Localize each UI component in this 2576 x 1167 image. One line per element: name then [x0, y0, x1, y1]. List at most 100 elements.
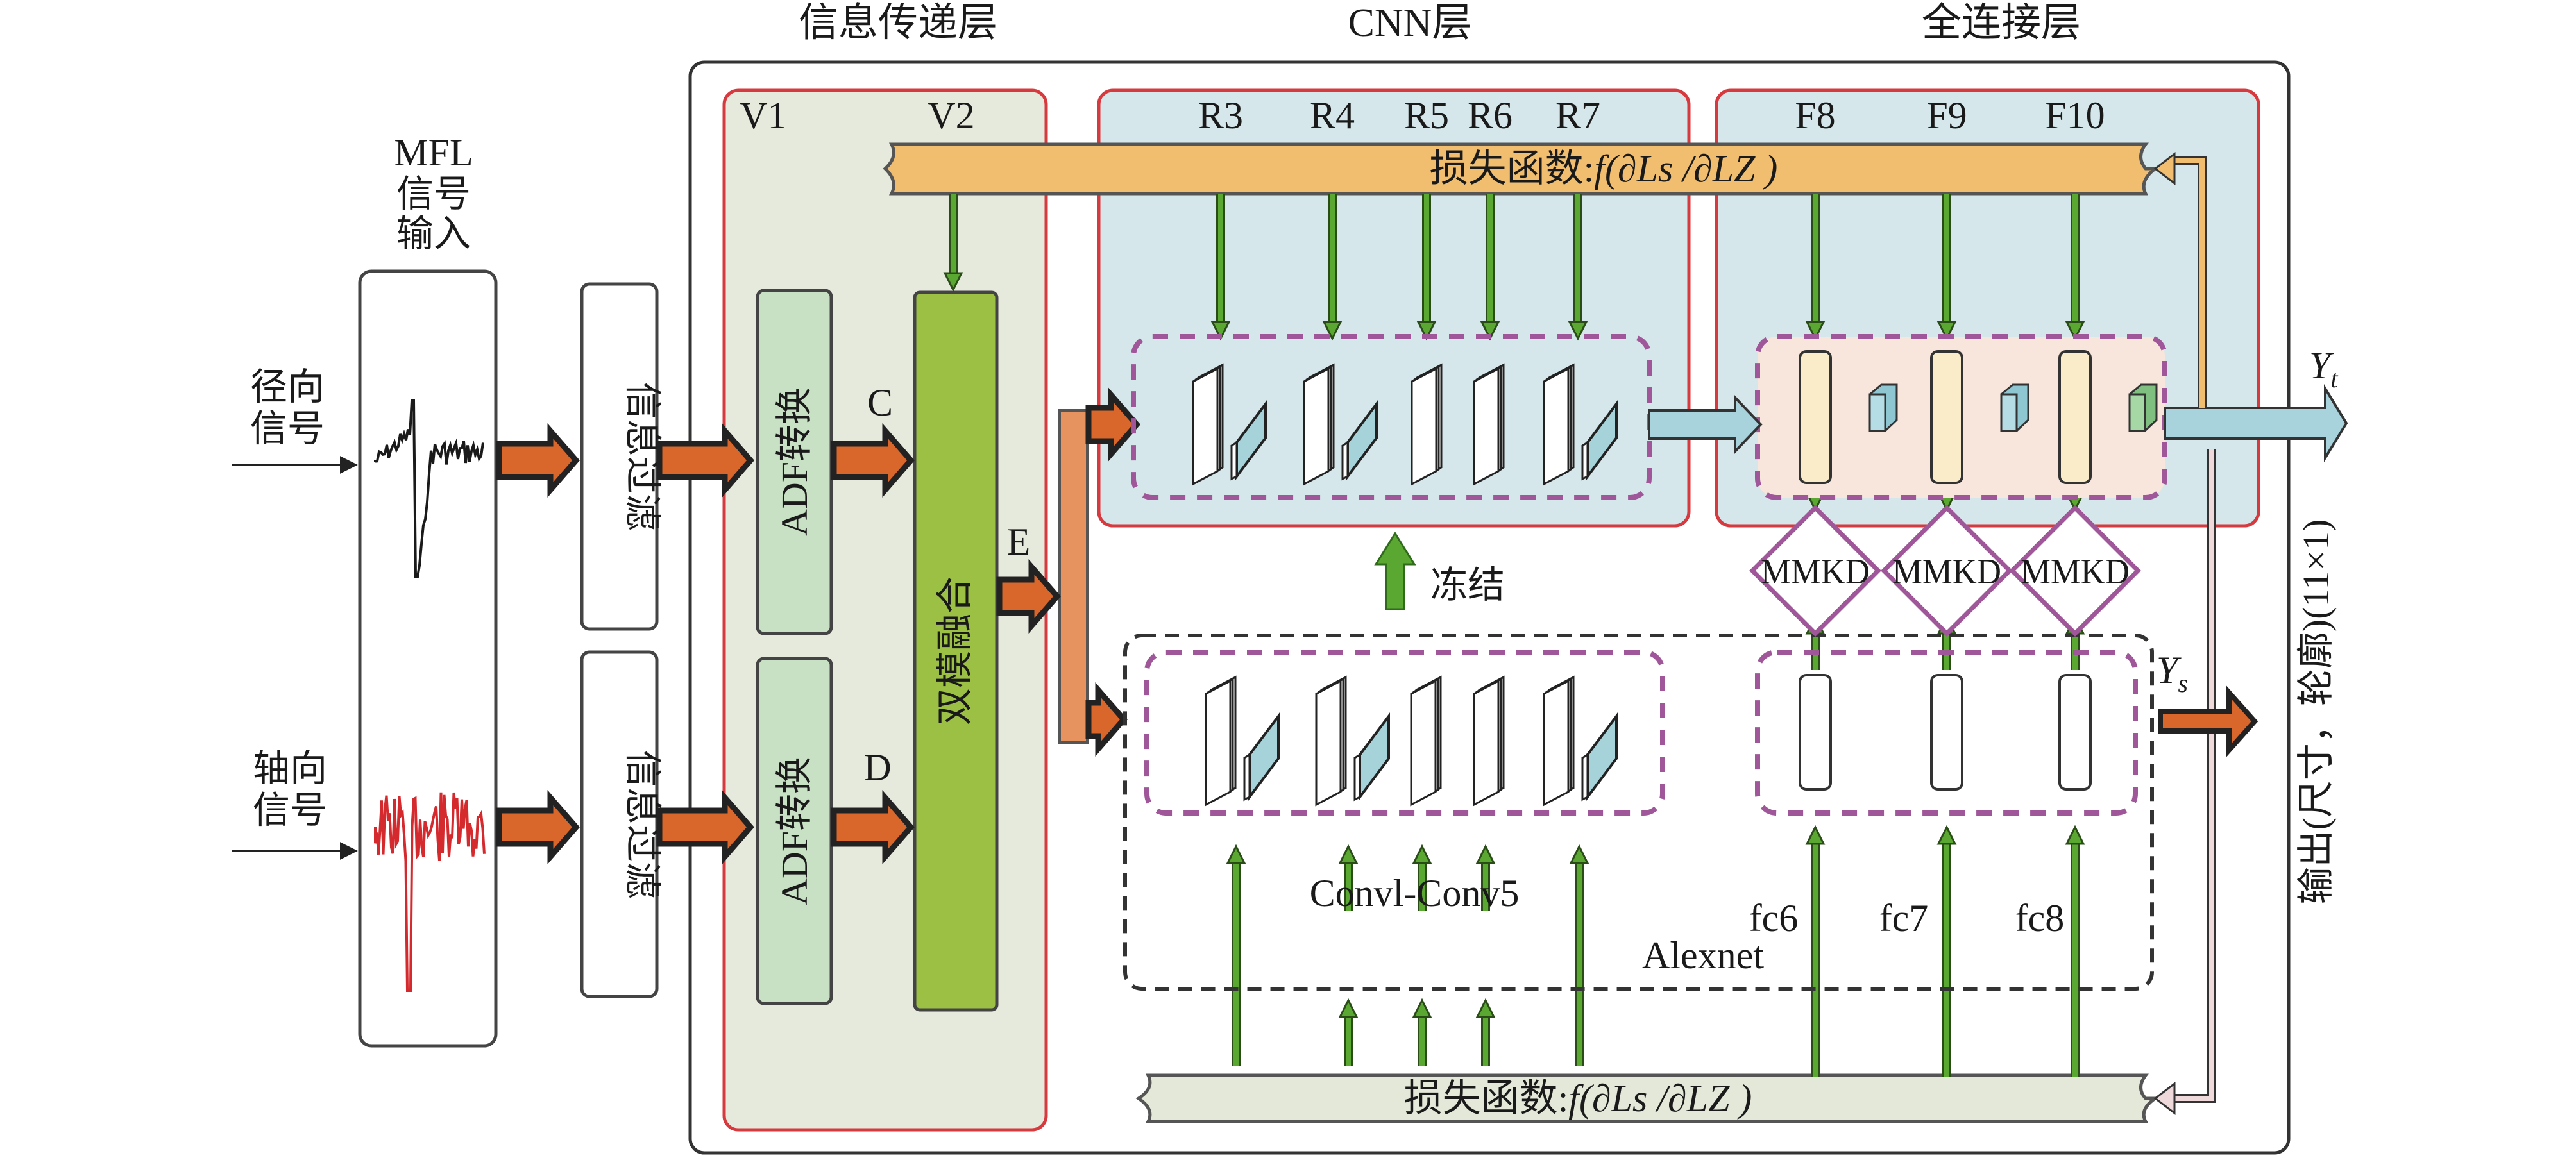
loss-top-label: 损失函数:f(∂Ls /∂LZ ) [1430, 147, 1778, 190]
feature-map-plate [1473, 367, 1500, 486]
alexnet-fc-label: fc7 [1879, 897, 1929, 939]
green-arrow-loss-to-fusion-head [943, 272, 963, 292]
green-arrow-loss-to-cnn-head [1568, 321, 1588, 341]
output-vertical-label: 输出(尺寸，轮廓)(11×1) [2295, 519, 2337, 905]
green-arrow-loss-to-fc-head [2065, 321, 2085, 341]
fc-layer-label: F8 [1795, 94, 1835, 137]
header-info-layer: 信息传递层 [799, 1, 997, 45]
fc-layer-label: F10 [2045, 94, 2105, 137]
pooling-plate-edge [1341, 441, 1349, 481]
fc-neuron-bar [2058, 350, 2092, 484]
feature-split-bar [1058, 409, 1089, 744]
axial-label-line1: 轴向 [253, 748, 327, 789]
label-v1: V1 [740, 94, 786, 137]
header-fc-layer: 全连接层 [1922, 1, 2081, 45]
alexnet-fc-label: fc6 [1749, 897, 1799, 939]
feature-map-plate [1410, 679, 1437, 807]
radial-label-line2: 信号 [250, 408, 325, 449]
alexnet-fc-label: fc8 [2015, 897, 2065, 939]
pooling-plate-edge [1353, 753, 1361, 802]
yt-output-arrow [2164, 383, 2348, 463]
alexnet-conv-group [1144, 650, 1665, 816]
axial-label-line2: 信号 [253, 789, 327, 831]
green-arrow-loss-to-fc-head [1805, 321, 1826, 341]
fusion-label: 双模融合 [934, 576, 976, 725]
yt-label: Yt [2309, 344, 2338, 393]
mfl-title-line1: MFL [394, 131, 473, 174]
feature-map-plate [1315, 679, 1342, 807]
green-arrow-fc-up-head [1805, 825, 1826, 845]
arrow-axial-to-filter [496, 789, 580, 865]
alexnet-group [1123, 634, 2154, 991]
arrow-radial-to-filter [496, 423, 580, 498]
green-arrow-loss-to-fc-head [1936, 321, 1957, 341]
loss-bottom-label: 损失函数:f(∂Ls /∂LZ ) [1404, 1077, 1752, 1120]
feature-map-plate [1411, 367, 1437, 486]
header-cnn-layer: CNN层 [1348, 1, 1472, 45]
alexnet-fc-bar [1930, 674, 1963, 791]
cnn-layer-label: R5 [1404, 94, 1449, 137]
alexnet-fc-bar [1799, 674, 1832, 791]
radial-label-line1: 径向 [250, 366, 325, 408]
mmkd-label: MMKD [1761, 552, 1870, 592]
cnn-to-fc-arrow [1648, 394, 1763, 455]
feature-map-plate [1192, 367, 1219, 486]
green-arrow-loss-to-cnn-head [1322, 321, 1343, 341]
radial-signal-waveform [374, 399, 484, 578]
feature-map-plate [1303, 367, 1330, 486]
label-e: E [1007, 521, 1031, 563]
fc-cube-face [2000, 393, 2018, 432]
cnn-panel [1097, 88, 1691, 528]
fc-layer-label: F9 [1926, 94, 1967, 137]
freeze-label: 冻结 [1430, 564, 1505, 606]
green-arrow-loss-to-cnn-head [1480, 321, 1500, 341]
green-arrow-conv-up-head [1569, 844, 1589, 864]
filter-label-bottom: 信息过滤 [622, 750, 663, 899]
freeze-arrow [1374, 532, 1416, 610]
fc-neuron-bar [1930, 350, 1963, 484]
ys-label: Ys [2157, 649, 2188, 698]
arrow-filter-to-adf-top [656, 423, 754, 498]
mfl-title-line3: 输入 [396, 213, 471, 255]
ys-output-arrow [2158, 685, 2258, 757]
green-arrow-fc-up-head [2065, 825, 2085, 845]
feature-map-plate [1543, 367, 1570, 486]
label-d: D [863, 746, 891, 789]
mmkd-diamond [1749, 505, 1881, 637]
mmkd-label: MMKD [1892, 552, 2001, 592]
pooling-plate-edge [1243, 753, 1251, 802]
conv-label: Convl-Conv5 [1310, 872, 1520, 914]
feedback-loop-bottom-fill [2170, 449, 2214, 1101]
adf-label-bottom: ADF转换 [774, 757, 815, 905]
green-arrow-conv-up-head [1475, 844, 1496, 864]
arrow-split-to-cnn [1085, 387, 1140, 462]
green-arrow-conv-up-head [1412, 844, 1432, 864]
green-arrow-conv-up-lower-head [1475, 998, 1496, 1018]
arrow-filter-to-adf-bottom [656, 789, 754, 865]
adf-label-top: ADF转换 [774, 387, 815, 536]
alexnet-fc-bar [2058, 674, 2092, 791]
axial-signal-waveform [374, 792, 486, 992]
arrow-adf-to-fusion-d [831, 789, 915, 865]
pooling-plate-edge [1581, 441, 1589, 481]
mmkd-diamond [1881, 505, 2013, 637]
alexnet-fc-group [1755, 650, 2138, 816]
fc-neuron-bar [1799, 350, 1832, 484]
cnn-layer-label: R3 [1198, 94, 1243, 137]
pooling-plate-edge [1581, 753, 1589, 802]
cnn-layer-label: R7 [1555, 94, 1600, 137]
loss-bar-top [883, 142, 2160, 196]
feature-map-plate [1473, 679, 1500, 807]
green-arrow-conv-up-lower-head [1412, 998, 1432, 1018]
green-arrow-conv-up-head [1338, 844, 1359, 864]
mfl-signal-box [358, 269, 498, 1048]
mfl-title-line2: 信号 [396, 173, 471, 215]
feature-map-plate [1543, 679, 1570, 807]
fc-cube-face [2128, 393, 2146, 432]
loss-bar-bottom [1135, 1073, 2161, 1123]
green-arrow-conv-up-lower-head [1338, 998, 1359, 1018]
dual-mode-fusion-box [913, 290, 999, 1012]
arrow-adf-to-fusion-c [831, 423, 915, 498]
cnn-layer-label: R6 [1468, 94, 1513, 137]
